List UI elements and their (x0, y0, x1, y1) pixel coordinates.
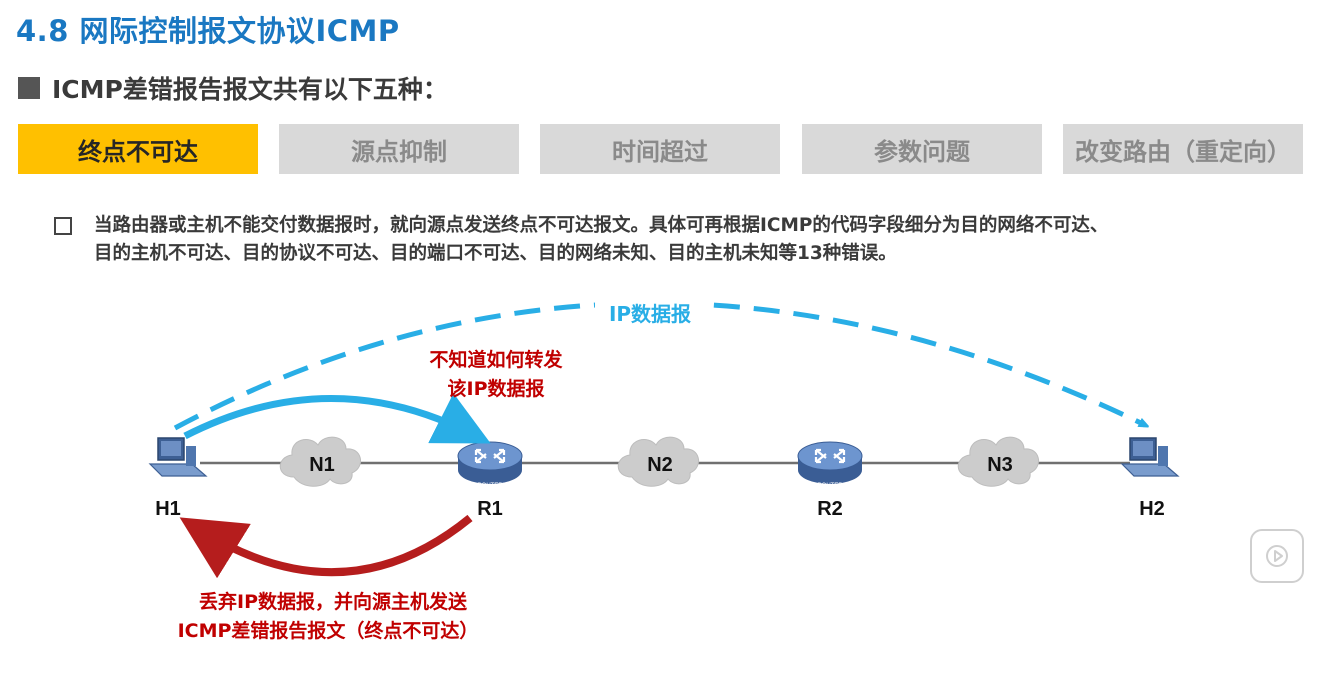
tab-redirect[interactable]: 改变路由（重定向） (1063, 124, 1303, 174)
network-label-n2: N2 (647, 454, 673, 476)
network-label-n3: N3 (987, 454, 1013, 476)
network-label-n1: N1 (309, 454, 335, 476)
play-button[interactable] (1250, 529, 1304, 583)
datagram-label-bg (595, 298, 703, 328)
computer-icon (148, 437, 208, 477)
tab-time-exceeded[interactable]: 时间超过 (540, 124, 780, 174)
tab-source-quench[interactable]: 源点抑制 (279, 124, 519, 174)
router-caption: ROUTER (817, 483, 843, 489)
forward-arrow (183, 393, 491, 444)
section-heading: ICMP差错报告报文共有以下五种： (18, 70, 448, 106)
description-line-2: 目的主机不可达、目的协议不可达、目的端口不可达、目的网络未知、目的主机未知等13… (94, 243, 897, 264)
description-line-1: 当路由器或主机不能交付数据报时，就向源点发送终点不可达报文。具体可再根据ICMP… (94, 215, 1109, 236)
r1-note-line-2: 该IP数据报 (448, 377, 545, 400)
router-icon (457, 441, 523, 484)
error-type-tabs: 终点不可达 源点抑制 时间超过 参数问题 改变路由（重定向） (18, 124, 1304, 174)
section-heading-text: ICMP差错报告报文共有以下五种： (52, 75, 448, 104)
square-bullet-icon (18, 77, 40, 99)
page-title: 4.8 网际控制报文协议ICMP (16, 14, 400, 48)
r1-note-line-1: 不知道如何转发 (429, 348, 563, 371)
router-caption: ROUTER (477, 483, 503, 489)
router-icon (797, 441, 863, 484)
return-note-line-2: ICMP差错报告报文（终点不可达） (178, 619, 479, 642)
return-note-line-1: 丢弃IP数据报，并向源主机发送 (199, 590, 468, 613)
tab-destination-unreachable[interactable]: 终点不可达 (18, 124, 258, 174)
node-label-h1: H1 (155, 498, 181, 520)
node-label-r1: R1 (477, 498, 503, 520)
icmp-return-arrow (179, 514, 473, 579)
checkbox-bullet-icon (54, 217, 72, 235)
node-label-r2: R2 (817, 498, 843, 520)
node-label-h2: H2 (1139, 498, 1165, 520)
computer-icon (1120, 437, 1180, 477)
description: 当路由器或主机不能交付数据报时，就向源点发送终点不可达报文。具体可再根据ICMP… (54, 212, 1324, 268)
datagram-label: IP数据报 (609, 302, 691, 326)
play-icon (1266, 545, 1288, 567)
tab-parameter-problem[interactable]: 参数问题 (802, 124, 1042, 174)
